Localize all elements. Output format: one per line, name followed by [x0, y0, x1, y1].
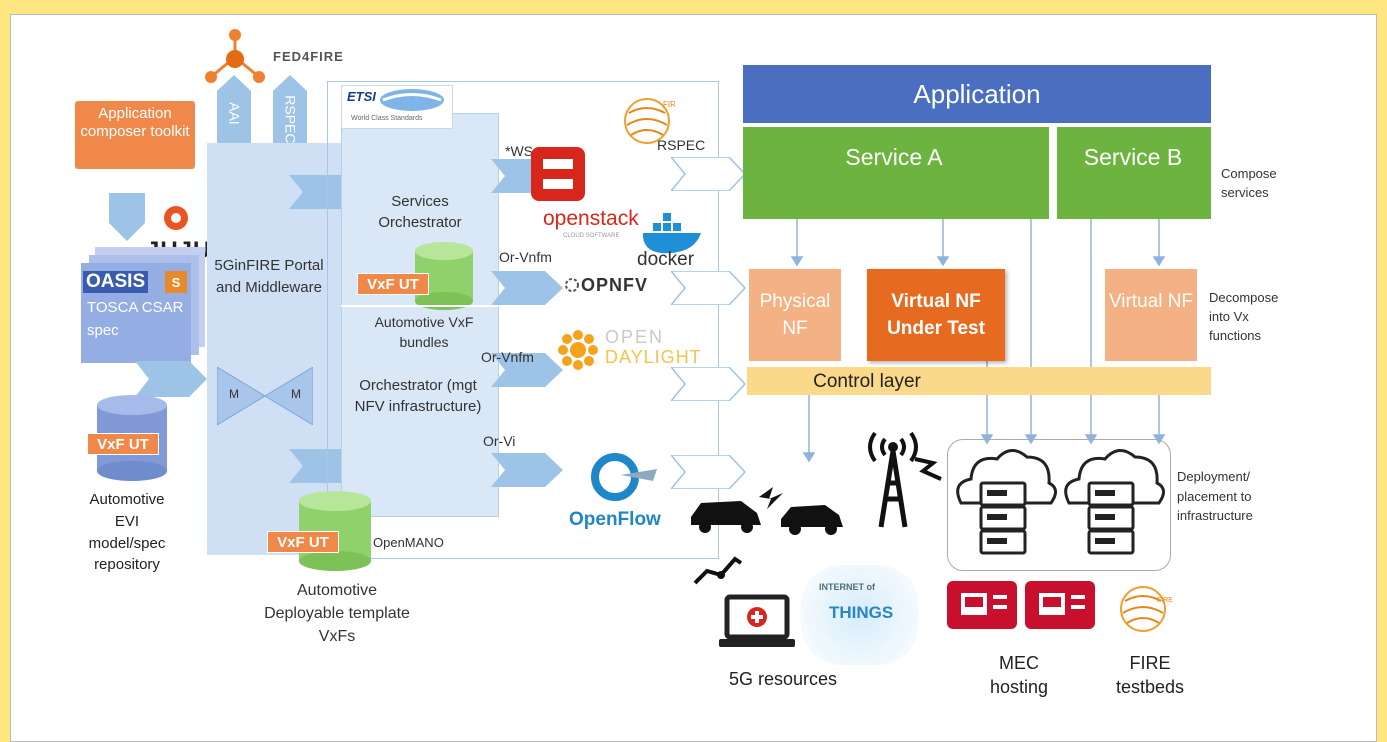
cloud-server-icon-2	[1064, 449, 1165, 555]
iot-things: THINGS	[829, 603, 894, 622]
virtual-nf-ut-box	[867, 269, 1005, 361]
aai-arrow	[217, 75, 251, 165]
service-b-box	[1057, 127, 1211, 219]
diagram-frame: Application composer toolkit JUJU OASIS …	[10, 14, 1377, 742]
rspec-arrow	[273, 75, 307, 165]
fed4fire-logo-icon	[205, 29, 265, 83]
docker-logo: docker	[637, 249, 695, 270]
services-orchestrator-label: Services Orchestrator	[378, 193, 462, 231]
cloud-infra-panel	[947, 439, 1171, 571]
openmano-label: OpenMANO	[373, 535, 444, 550]
fire-testbed-globe-icon	[1120, 586, 1166, 632]
opendaylight-daylight: DAYLIGHT	[605, 347, 702, 367]
aai-label: AAI	[226, 102, 243, 125]
application-label: Application	[913, 79, 1041, 109]
or-vnfm-1-arrow	[491, 271, 563, 305]
physical-nf-box	[749, 269, 841, 361]
orchestration-divider	[341, 305, 499, 307]
deployment-label: Deployment/ placement to infrastructure	[1177, 469, 1253, 523]
rspec-chevron	[671, 157, 747, 191]
mec-server-icon-2	[1025, 581, 1095, 629]
fire-testbed-logo-text: FIRE	[1157, 597, 1173, 604]
orchestration-panel	[341, 113, 499, 517]
or-vi-arrow	[491, 453, 563, 487]
docker-icon	[643, 213, 701, 254]
openmano-outline	[327, 81, 719, 559]
middleware-m-left: M	[229, 387, 239, 401]
fed4fire-logo-text: FED4FIRE	[273, 49, 344, 64]
or-vnfm-2-arrow	[491, 353, 563, 387]
virtual-nf-label: Virtual NF	[1108, 291, 1194, 312]
physical-nf-label: Physical NF	[759, 291, 831, 339]
virtual-nf-ut-label: Virtual NF Under Test	[887, 291, 985, 339]
control-layer-bar	[747, 367, 1211, 395]
decompose-label: Decompose into Vx functions	[1209, 290, 1279, 343]
template-label: Automotive Deployable template VxFs	[264, 582, 410, 646]
fire-testbeds-label: FIRE testbeds	[1115, 653, 1185, 698]
ws-label: *WS	[505, 143, 533, 159]
robot-arm-icon	[693, 556, 743, 585]
service-a-label: Service A	[845, 144, 943, 170]
openflow-logo: OpenFlow	[569, 509, 661, 530]
oasis-logo: OASIS	[83, 271, 149, 293]
or-vi-label: Or-Vi	[483, 433, 516, 449]
vxf-ut-template-badge: VxF UT	[267, 531, 339, 553]
opnfv-logo: OPNFV	[581, 275, 649, 295]
service-a-box	[743, 127, 1049, 219]
tosca-label: TOSCA CSAR spec	[87, 299, 184, 339]
opendaylight-open: OPEN	[605, 327, 665, 347]
fire-globe-icon: FIRE	[624, 98, 675, 144]
svg-text:FIRE: FIRE	[663, 100, 675, 109]
compose-label: Compose services	[1221, 166, 1277, 200]
application-bar	[743, 65, 1211, 123]
mec-hosting-label: MEC hosting	[989, 653, 1049, 698]
iot-internet: INTERNET of	[819, 582, 875, 592]
app-composer-label: Application composer toolkit	[80, 105, 190, 140]
openstack-logo: openstack	[543, 207, 639, 230]
virtual-nf-box	[1105, 269, 1197, 361]
service-b-label: Service B	[1083, 144, 1183, 170]
cloud-server-icon-1	[956, 449, 1057, 555]
middleware-m-right: M	[291, 387, 301, 401]
control-layer-label: Control layer	[813, 371, 921, 392]
odl-chevron	[671, 367, 747, 401]
or-vnfm-1-label: Or-Vnfm	[499, 249, 552, 265]
svg-text:S: S	[172, 275, 181, 290]
nfv-orchestrator-label: Orchestrator (mgt NFV infrastructure)	[354, 377, 482, 416]
or-vnfm-2-label: Or-Vnfm	[481, 349, 534, 365]
rspec-label: RSPEC	[657, 137, 706, 153]
oasis-icon: S	[165, 271, 187, 293]
vxf-ut-repo-badge: VxF UT	[87, 433, 159, 455]
openflow-chevron	[671, 455, 747, 489]
opnfv-icon	[565, 278, 579, 292]
repo-cylinder	[97, 395, 167, 481]
resources-5g-label: 5G resources	[729, 669, 838, 689]
app-composer-box	[75, 101, 195, 169]
repo-label: Automotive EVI model/spec repository	[88, 491, 166, 574]
bundles-label: Automotive VxF bundles	[374, 314, 474, 350]
etsi-swoosh-icon	[380, 89, 444, 111]
opendaylight-icon	[558, 330, 598, 370]
etsi-tagline: World Class Standards	[351, 115, 423, 122]
cars-icon	[691, 487, 843, 535]
laptop-icon	[719, 594, 795, 647]
vxf-ut-bundles-badge: VxF UT	[357, 273, 429, 295]
portal-panel	[207, 143, 343, 555]
openstack-icon	[531, 147, 585, 201]
juju-icon	[164, 206, 188, 230]
middleware-bowtie-icon	[217, 367, 313, 425]
mec-server-icon-1	[947, 581, 1017, 629]
portal-title: 5GinFIRE Portal and Middleware	[214, 257, 324, 296]
iot-cloud	[801, 565, 919, 665]
openstack-sub: CLOUD SOFTWARE	[563, 233, 620, 239]
etsi-logo: ETSI	[347, 89, 376, 104]
tosca-right-arrow	[135, 361, 207, 397]
opnfv-chevron	[671, 271, 747, 305]
antenna-tower-icon	[868, 431, 942, 528]
openflow-icon	[591, 453, 657, 501]
composer-down-arrow	[109, 193, 145, 241]
